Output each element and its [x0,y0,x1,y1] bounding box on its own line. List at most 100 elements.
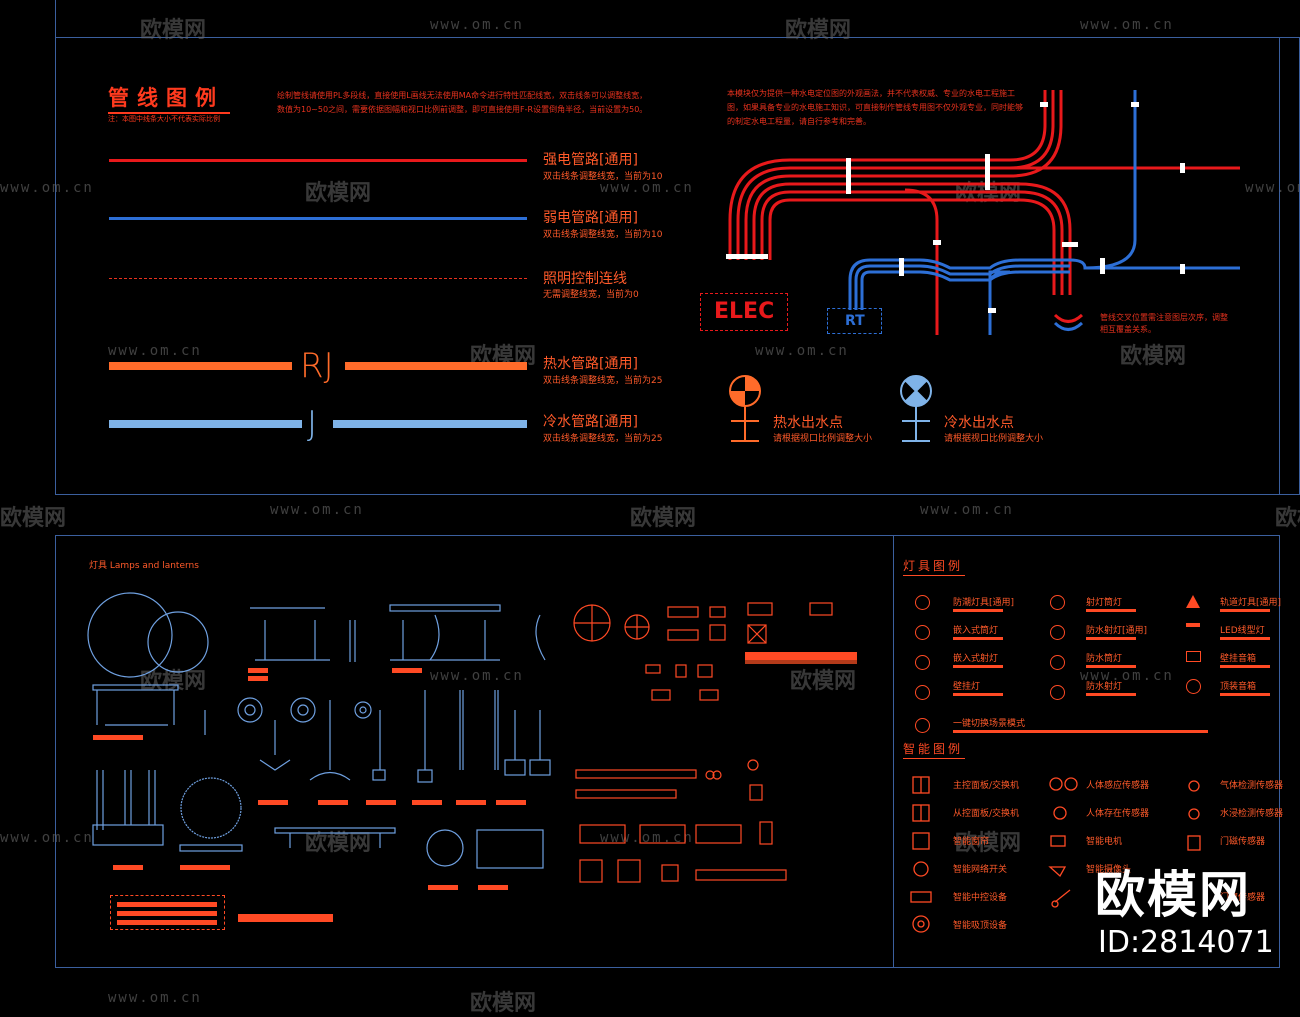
symbol-drawings [573,602,857,883]
track-light-icon [1186,595,1200,608]
led-line-icon [1186,623,1200,627]
lamp-legend-icons [915,595,935,700]
lamp-legend-underline [903,575,965,576]
watermark-url: www.om.cn [108,343,202,359]
top-frame [55,37,1280,495]
lighting-control-line [109,278,527,279]
legend-item-sub: 双击线条调整线宽，当前为10 [543,230,663,240]
lamp-legend-item: 壁挂灯 [953,682,981,692]
smart-legend-item: 智能吸顶设备 [953,921,1008,931]
cold-water-point-icon [900,375,932,442]
lamp-caption-bar [478,885,508,890]
lamp-legend-bar [1220,665,1270,668]
watermark-url: www.om.cn [0,830,94,846]
legend-title: 管线图例 [108,86,224,110]
watermark-url: www.om.cn [1245,180,1300,196]
lamp-legend-item: 一键切换场景模式 [953,719,1026,729]
ceiling-speaker-icon [1186,679,1201,694]
lamp-legend-item: 防潮灯具[通用] [953,598,1015,608]
elec-box [700,293,788,331]
divider-vertical [893,535,894,968]
watermark-logo: 欧模网 [1120,344,1187,369]
cold-water-line-right [333,420,527,428]
lamp-caption-bar [248,668,268,673]
cold-water-mark: J [307,404,318,444]
lamp-icon [915,655,930,670]
lamp-caption-bar [366,800,396,805]
smart-legend-item: 水浸检测传感器 [1220,809,1284,819]
watermark-url: www.om.cn [600,830,694,846]
legend-item-sub: 双击线条调整线宽，当前为25 [543,376,663,386]
lamp-legend-item: 嵌入式筒灯 [953,626,999,636]
legend-item-sub: 双击线条调整线宽，当前为10 [543,172,663,182]
lamp-legend-item: 轨道灯具[通用] [1220,598,1282,608]
strong-power-line [109,159,527,162]
lamp-drawings [87,592,551,869]
watermark-url: www.om.cn [920,502,1014,518]
legend-description: 绘制管线请使用PL多段线，直接使用L画线无法使用MA命令进行特性匹配线宽，双击线… [277,91,648,114]
lamp-legend-title: 灯具图例 [903,559,964,573]
lamp-caption-bar [392,668,422,673]
legend-item-sub: 无需调整线宽，当前为0 [543,290,639,300]
lamp-legend-icons-col3 [1186,595,1206,700]
smart-legend-item: 智能摄像头 [1086,865,1132,875]
watermark-url: www.om.cn [755,343,849,359]
hot-point-label: 热水出水点 [773,415,843,431]
watermark-logo: 欧模网 [630,506,697,531]
lamp-legend-bar [953,637,1003,640]
lamp-caption-bar [428,885,458,890]
lamp-legend-icons-col2 [1050,595,1070,700]
lamp-legend-item: 射灯筒灯 [1086,598,1123,608]
lamps-title: 灯具 Lamps and lanterns [89,561,199,571]
rt-box [827,308,882,334]
brand-id: ID:2814071 [1098,925,1274,960]
legend-note: 注：本图中线条大小不代表实际比例 [108,115,220,123]
smart-legend-item: 门窗传感器 [1220,893,1266,903]
elec-label: ELEC [714,299,775,324]
scene-switch-icon [915,718,930,733]
lamp-legend-bar [1086,665,1136,668]
watermark-logo: 欧模网 [305,181,372,206]
cold-point-label: 冷水出水点 [944,415,1014,431]
smart-legend-underline [903,758,965,759]
lamp-icon [1050,595,1065,610]
lamp-caption-box [110,895,225,930]
lamp-legend-bar [1220,637,1270,640]
cold-water-line-left [109,420,302,428]
lamp-legend-bar [1220,609,1270,612]
lamp-legend-item: 防水射灯 [1086,682,1123,692]
watermark-logo: 欧模网 [140,18,207,43]
watermark-url: www.om.cn [430,17,524,33]
lamp-icon [915,625,930,640]
smart-legend-item: 智能网络开关 [953,865,1008,875]
smart-legend-item: 主控面板/交换机 [953,781,1020,791]
watermark-url: www.om.cn [108,990,202,1006]
hot-water-point-icon [729,375,761,442]
lamp-caption-bar [456,800,486,805]
lamp-legend-bar [953,693,1003,696]
bottom-frame [55,535,1280,968]
lamp-caption-bar [117,911,217,916]
smart-legend-item: 从控面板/交换机 [953,809,1020,819]
lamp-legend-item: 壁挂音箱 [1220,654,1257,664]
lamp-legend-bar [953,609,1003,612]
watermark-logo: 欧模网 [305,831,372,856]
top-inner-line [1280,37,1300,495]
smart-legend-item: 气体检测传感器 [1220,781,1284,791]
lamp-legend-item: 顶装音箱 [1220,682,1257,692]
legend-item-label: 热水管路[通用] [543,356,638,372]
lamp-caption-bar [93,735,143,740]
watermark-url: www.om.cn [1080,17,1174,33]
smart-legend-title: 智能图例 [903,742,964,756]
crossing-note: 管线交叉位置需注意图层次序，调整相互覆盖关系。 [1100,313,1228,334]
lamp-caption-bar [238,914,333,922]
smart-legend-item: 门磁传感器 [1220,837,1266,847]
lamp-caption-bar [180,865,230,870]
legend-item-label: 弱电管路[通用] [543,210,638,226]
lamp-caption-bar [258,800,288,805]
watermark-url: www.om.cn [1080,668,1174,684]
lamp-legend-bar [1086,637,1136,640]
rt-label: RT [845,313,865,329]
legend-item-label: 强电管路[通用] [543,152,638,168]
watermark-logo: 欧模网 [955,831,1022,856]
